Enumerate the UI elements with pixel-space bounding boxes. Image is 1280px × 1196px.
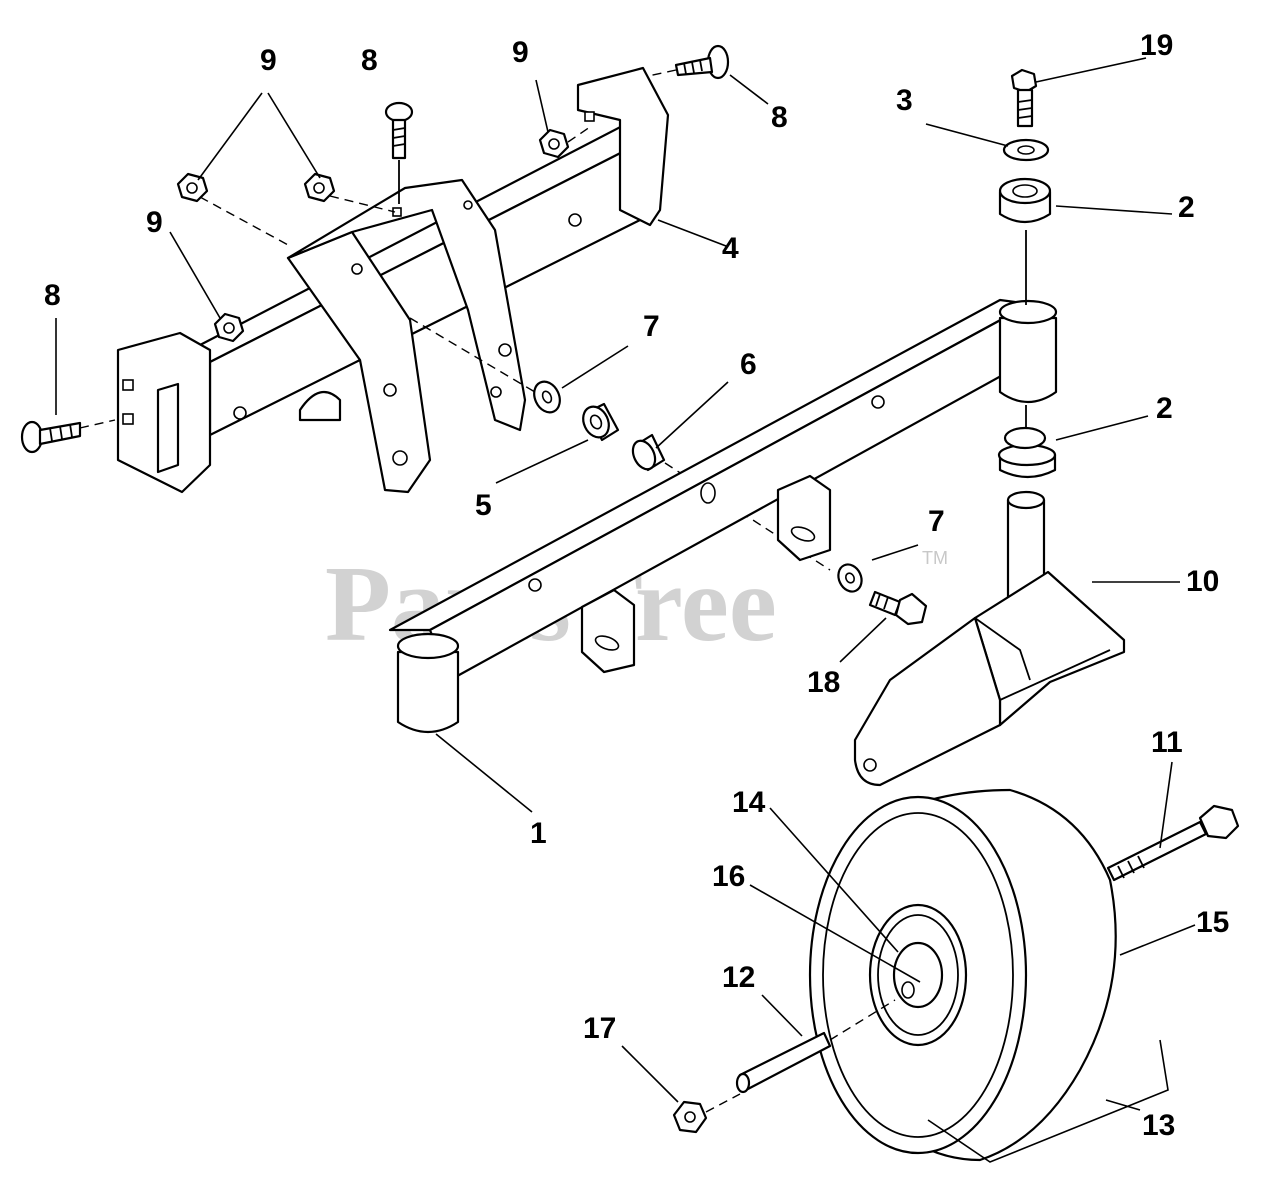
callout-9: 9 bbox=[260, 44, 277, 77]
bolt-19 bbox=[1010, 68, 1038, 128]
callout-16: 16 bbox=[712, 860, 745, 893]
bushing-2-upper bbox=[998, 177, 1052, 224]
watermark-trademark: TM bbox=[922, 548, 948, 568]
callout-19: 19 bbox=[1140, 29, 1173, 62]
callout-12: 12 bbox=[722, 961, 755, 994]
axle-pin-12 bbox=[735, 1031, 832, 1094]
callout-9: 9 bbox=[512, 36, 529, 69]
callout-8: 8 bbox=[771, 101, 788, 134]
callout-13: 13 bbox=[1142, 1109, 1175, 1142]
nut-upper bbox=[538, 128, 570, 159]
callout-15: 15 bbox=[1196, 906, 1229, 939]
nut-17 bbox=[672, 1100, 708, 1134]
callout-2: 2 bbox=[1178, 191, 1195, 224]
spacer-5 bbox=[582, 402, 620, 442]
callout-8: 8 bbox=[361, 44, 378, 77]
front-axle bbox=[388, 298, 1058, 733]
carriage-bolt-right bbox=[647, 44, 730, 80]
washer-7-lower bbox=[837, 563, 863, 593]
bushing-6 bbox=[631, 433, 666, 472]
axle-bracket bbox=[116, 66, 670, 494]
callout-5: 5 bbox=[475, 489, 492, 522]
carriage-bolt-left bbox=[20, 419, 116, 454]
bushing-2-lower bbox=[997, 426, 1057, 479]
axle-bolt-11 bbox=[1106, 804, 1240, 882]
nut-left bbox=[176, 172, 209, 203]
callout-10: 10 bbox=[1186, 565, 1219, 598]
callout-7: 7 bbox=[643, 310, 660, 343]
washer-3 bbox=[1002, 138, 1050, 162]
nut-center bbox=[303, 172, 336, 203]
callout-9: 9 bbox=[146, 206, 163, 239]
bolt-18 bbox=[868, 590, 928, 626]
callout-labels: 9 8 9 19 8 3 2 9 4 8 7 6 2 5 7 10 18 11 … bbox=[44, 29, 1229, 1142]
callout-4: 4 bbox=[722, 232, 739, 265]
callout-3: 3 bbox=[896, 84, 913, 117]
callout-18: 18 bbox=[807, 666, 840, 699]
washer-7-upper bbox=[533, 380, 561, 414]
caster-wheel bbox=[808, 788, 1117, 1162]
caster-fork bbox=[853, 490, 1126, 787]
callout-7: 7 bbox=[928, 505, 945, 538]
wheel-bracket-13 bbox=[927, 1039, 1169, 1163]
callout-1: 1 bbox=[530, 817, 547, 850]
nut-lower bbox=[213, 312, 245, 343]
carriage-bolt-top bbox=[384, 101, 414, 204]
callout-8: 8 bbox=[44, 279, 61, 312]
callout-6: 6 bbox=[740, 348, 757, 381]
callout-17: 17 bbox=[583, 1012, 616, 1045]
callout-14: 14 bbox=[732, 786, 766, 819]
leader-lines bbox=[55, 57, 1196, 1111]
callout-11: 11 bbox=[1151, 726, 1183, 759]
callout-2: 2 bbox=[1156, 392, 1173, 425]
